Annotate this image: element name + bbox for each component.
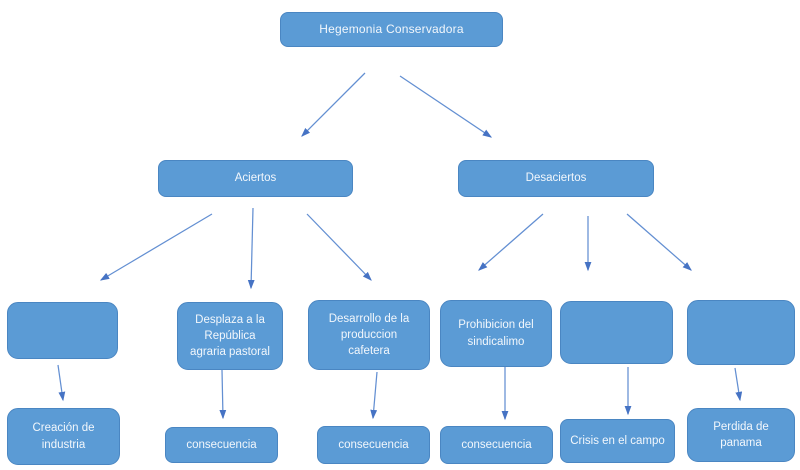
connector-root-desaciertos[interactable]	[399, 75, 493, 138]
node-desplaza-republica[interactable]: Desplaza a la República agraria pastoral	[177, 302, 283, 370]
connector-aciertos-desarrollo[interactable]	[306, 213, 372, 281]
node-blank-3[interactable]	[687, 300, 795, 365]
connector-root-aciertos[interactable]	[301, 72, 366, 137]
node-perdida-panama[interactable]: Perdida de panama	[687, 408, 795, 462]
connector-blank1-creacion[interactable]	[57, 364, 66, 402]
connector-desplaza-consecuencia1[interactable]	[219, 369, 227, 420]
node-desaciertos[interactable]: Desaciertos	[458, 160, 654, 197]
node-crisis-campo[interactable]: Crisis en el campo	[560, 419, 675, 463]
node-consecuencia-3[interactable]: consecuencia	[440, 426, 553, 464]
node-creacion-industria[interactable]: Creación de industria	[7, 408, 120, 465]
node-hegemonia-conservadora[interactable]: Hegemonia Conservadora	[280, 12, 503, 47]
connector-blank3-perdida[interactable]	[734, 367, 743, 402]
connector-aciertos-blank1[interactable]	[99, 213, 213, 281]
connector-aciertos-desplaza[interactable]	[247, 207, 255, 290]
node-desarrollo-cafetera[interactable]: Desarrollo de la produccion cafetera	[308, 300, 430, 370]
node-consecuencia-2[interactable]: consecuencia	[317, 426, 430, 464]
connector-desaciertos-blank3[interactable]	[626, 213, 692, 271]
connector-desarrollo-consecuencia2[interactable]	[370, 371, 378, 420]
node-blank-2[interactable]	[560, 301, 673, 364]
node-aciertos[interactable]: Aciertos	[158, 160, 353, 197]
node-prohibicion-sindicalismo[interactable]: Prohibicion del sindicalimo	[440, 300, 552, 367]
node-blank-1[interactable]	[7, 302, 118, 359]
connector-desaciertos-prohibicion[interactable]	[478, 213, 544, 271]
node-consecuencia-1[interactable]: consecuencia	[165, 427, 278, 463]
